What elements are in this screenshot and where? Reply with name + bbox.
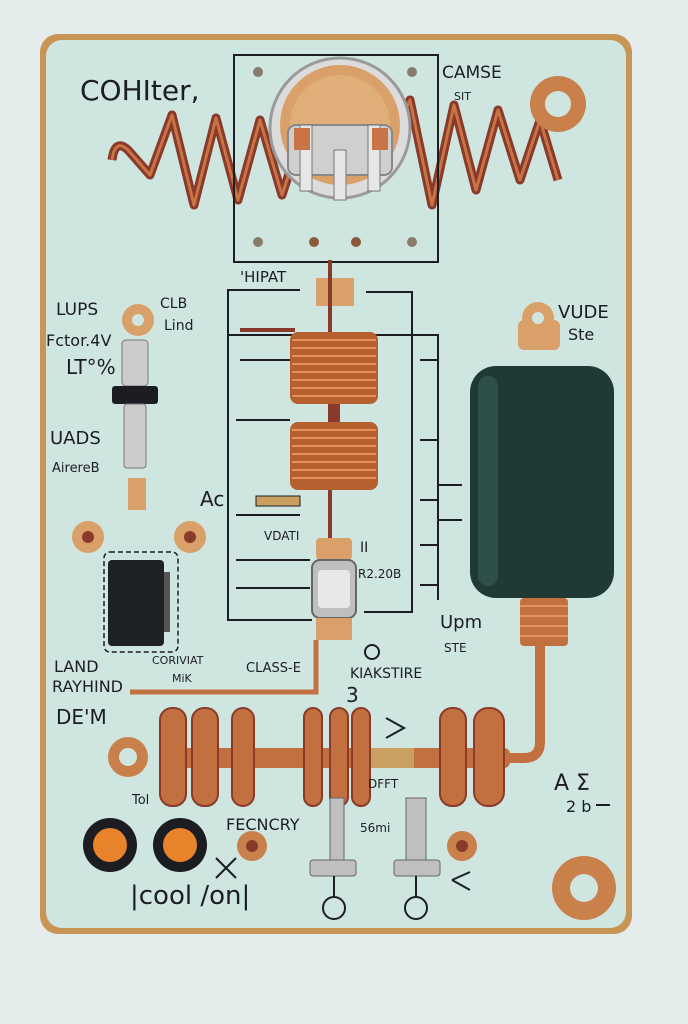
mounting-screws-top: [253, 67, 417, 247]
uads-label: UADS: [50, 428, 101, 449]
a-sigma-label: A Σ: [554, 771, 590, 796]
inductor-coil: [290, 332, 378, 490]
lind-label: Lind: [164, 318, 193, 334]
lt-label: LT°%: [66, 355, 116, 379]
cool-on-label: |cool /on|: [130, 881, 250, 911]
rayhind-label: RAYHIND: [52, 677, 123, 696]
hipat-label: 'HIPAT: [240, 268, 287, 286]
fecncry-label: FECNCRY: [226, 815, 300, 834]
kiakstire-label: KIAKSTIRE: [350, 666, 422, 682]
pads-left: [72, 521, 206, 553]
knob-right: [153, 818, 207, 872]
ste-label: Ste: [568, 325, 594, 344]
top-right-label: CAMSE: [442, 63, 502, 83]
transistor-component: [311, 538, 357, 640]
ac-label: Ac: [200, 487, 224, 511]
dfft-label: DFFT: [368, 777, 399, 791]
clb-label: CLB: [160, 296, 187, 312]
black-chip: [103, 551, 179, 653]
r2-label: R2.20B: [358, 567, 401, 581]
fifty-six-label: 56mi: [360, 821, 390, 835]
knob-left: [83, 818, 137, 872]
top-right-sub-label: SIT: [454, 90, 471, 103]
label-layer: COHIter, CAMSE SIT 'HIPAT LUPS CLB Lind …: [46, 63, 609, 911]
capacitor: [470, 302, 614, 646]
potentiometer-component: [268, 56, 412, 201]
coriviat-label: CORIVIAT: [152, 654, 204, 667]
ring-pads-bottom: [108, 737, 616, 920]
ring-pad-top-right: [530, 76, 586, 132]
vude-label: VUDE: [558, 302, 609, 323]
two-b-label: 2 b: [566, 797, 591, 816]
schematic-glyphs: [364, 644, 610, 806]
vdati-label: VDATI: [264, 529, 299, 543]
upm-label: Upm: [440, 612, 482, 633]
top-component-frame: [233, 54, 439, 263]
ste2-label: STE: [444, 641, 467, 655]
class-e-label: CLASS-E: [246, 661, 301, 676]
land-label: LAND: [54, 657, 99, 676]
tol-label: Tol: [131, 793, 149, 808]
left-trace: [130, 640, 319, 695]
title-label: COHIter,: [80, 74, 200, 107]
mik-label: MiK: [172, 672, 193, 685]
x-mark: [215, 857, 237, 879]
small-diode: [255, 495, 301, 507]
zigzag-trace-highlight: [110, 98, 560, 207]
copper-pipe: [500, 646, 545, 763]
factor-label: Fctor.4V: [46, 331, 111, 350]
dem-label: DE'M: [56, 705, 107, 729]
ii-label: II: [360, 540, 368, 556]
left-resistor: [112, 304, 158, 510]
airereb-label: AirereB: [52, 461, 100, 476]
shaft-assembly: [159, 707, 510, 920]
lups-label: LUPS: [56, 300, 98, 320]
three-label: 3: [346, 683, 359, 707]
